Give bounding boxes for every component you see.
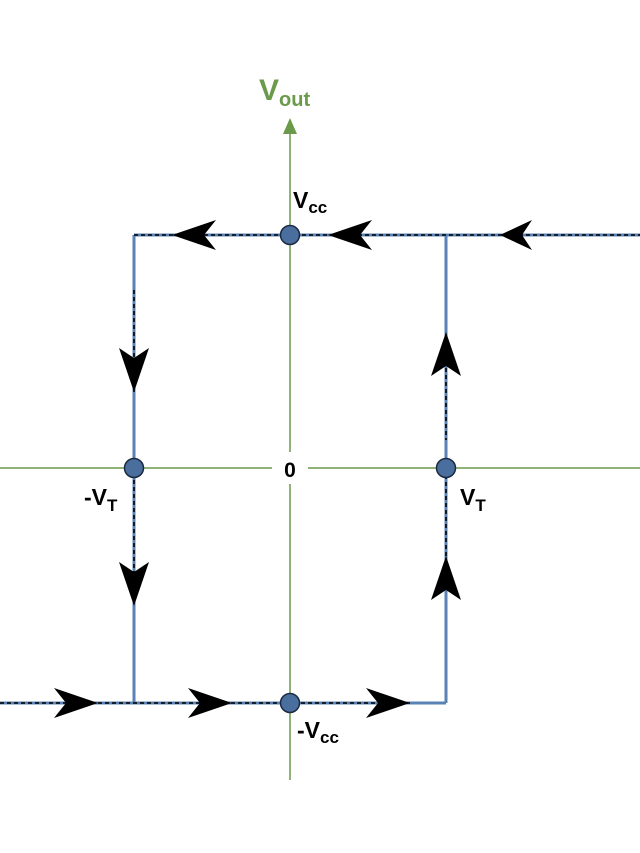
arrow-right-icon xyxy=(366,688,410,718)
point-neg-vcc xyxy=(279,692,301,714)
arrow-left-icon xyxy=(172,220,216,250)
point-vcc xyxy=(279,224,301,246)
origin-label: 0 xyxy=(284,459,296,482)
vcc-label: Vcc xyxy=(293,187,327,217)
y-axis-arrowhead xyxy=(283,118,297,134)
arrow-up-icon xyxy=(431,332,461,376)
neg-vcc-label: -Vcc xyxy=(297,717,339,747)
direction-arrows xyxy=(54,220,532,718)
arrow-down-icon xyxy=(119,348,149,392)
vt-label: VT xyxy=(460,484,486,515)
arrow-right-icon xyxy=(188,688,232,718)
arrow-left-icon xyxy=(328,220,372,250)
traversal-path xyxy=(0,234,640,704)
point-vt xyxy=(435,457,457,479)
arrow-up-icon xyxy=(431,556,461,600)
arrow-left-icon xyxy=(500,220,532,250)
arrow-right-icon xyxy=(54,688,98,718)
neg-vt-label: -VT xyxy=(84,484,118,515)
y-axis-label: Vout xyxy=(259,74,310,111)
origin-label-bg xyxy=(272,452,308,484)
point-neg-vt xyxy=(123,457,145,479)
arrow-down-icon xyxy=(119,562,149,606)
